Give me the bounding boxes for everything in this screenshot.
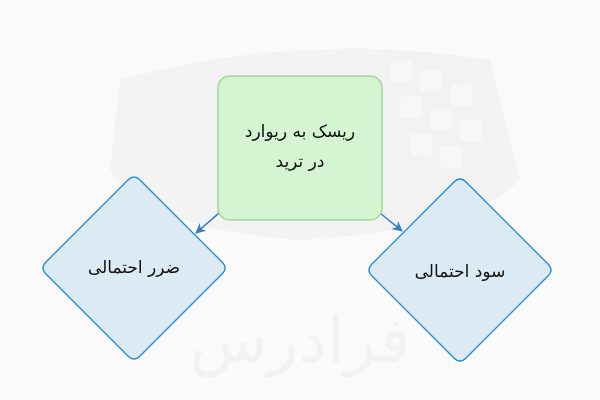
right-diamond-node bbox=[368, 178, 552, 362]
center-node-label: ریسک به ریوارد در ترید bbox=[218, 117, 382, 177]
arrow-to-right-node bbox=[379, 212, 403, 232]
center-node-line-1: ریسک به ریوارد bbox=[244, 122, 356, 142]
right-node-label: سود احتمالی bbox=[414, 262, 506, 282]
watermark-text: فرادرس bbox=[189, 304, 410, 378]
arrow-to-left-node bbox=[195, 212, 220, 234]
left-node-label: ضرر احتمالی bbox=[87, 258, 181, 278]
left-diamond-node bbox=[42, 176, 226, 360]
center-node-line-2: در ترید bbox=[275, 152, 325, 172]
center-node bbox=[217, 75, 383, 221]
